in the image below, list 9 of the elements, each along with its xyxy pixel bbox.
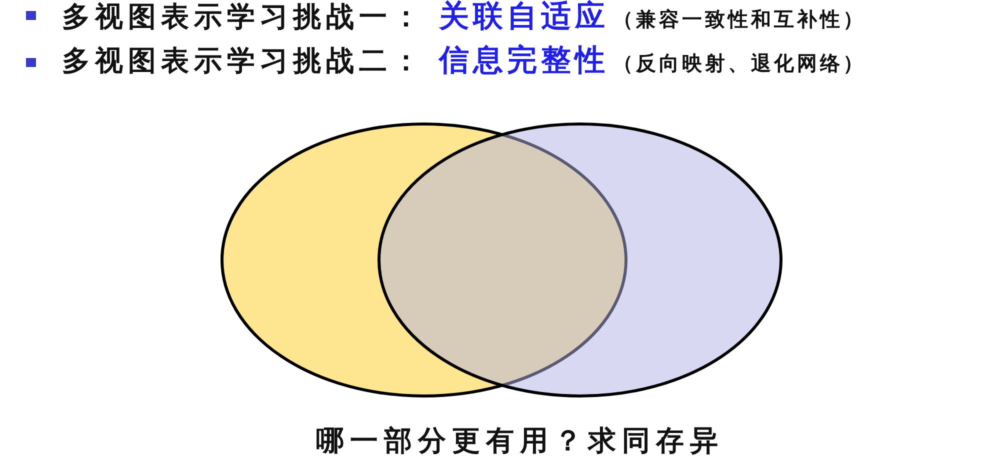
challenge-heading: 多视图表示学习挑战一： [62, 3, 425, 31]
question-text: 哪一部分更有用？求同存异 [316, 427, 724, 455]
challenge-note: （兼容一致性和互补性） [613, 9, 866, 29]
set-ellipse [220, 122, 628, 398]
challenge-keyword: 关联自适应 [439, 2, 609, 32]
challenge-note: （反向映射、退化网络） [613, 53, 866, 73]
challenge-keyword: 信息完整性 [439, 46, 609, 76]
challenge-heading: 多视图表示学习挑战二： [62, 47, 425, 75]
set-ellipse [377, 122, 783, 398]
